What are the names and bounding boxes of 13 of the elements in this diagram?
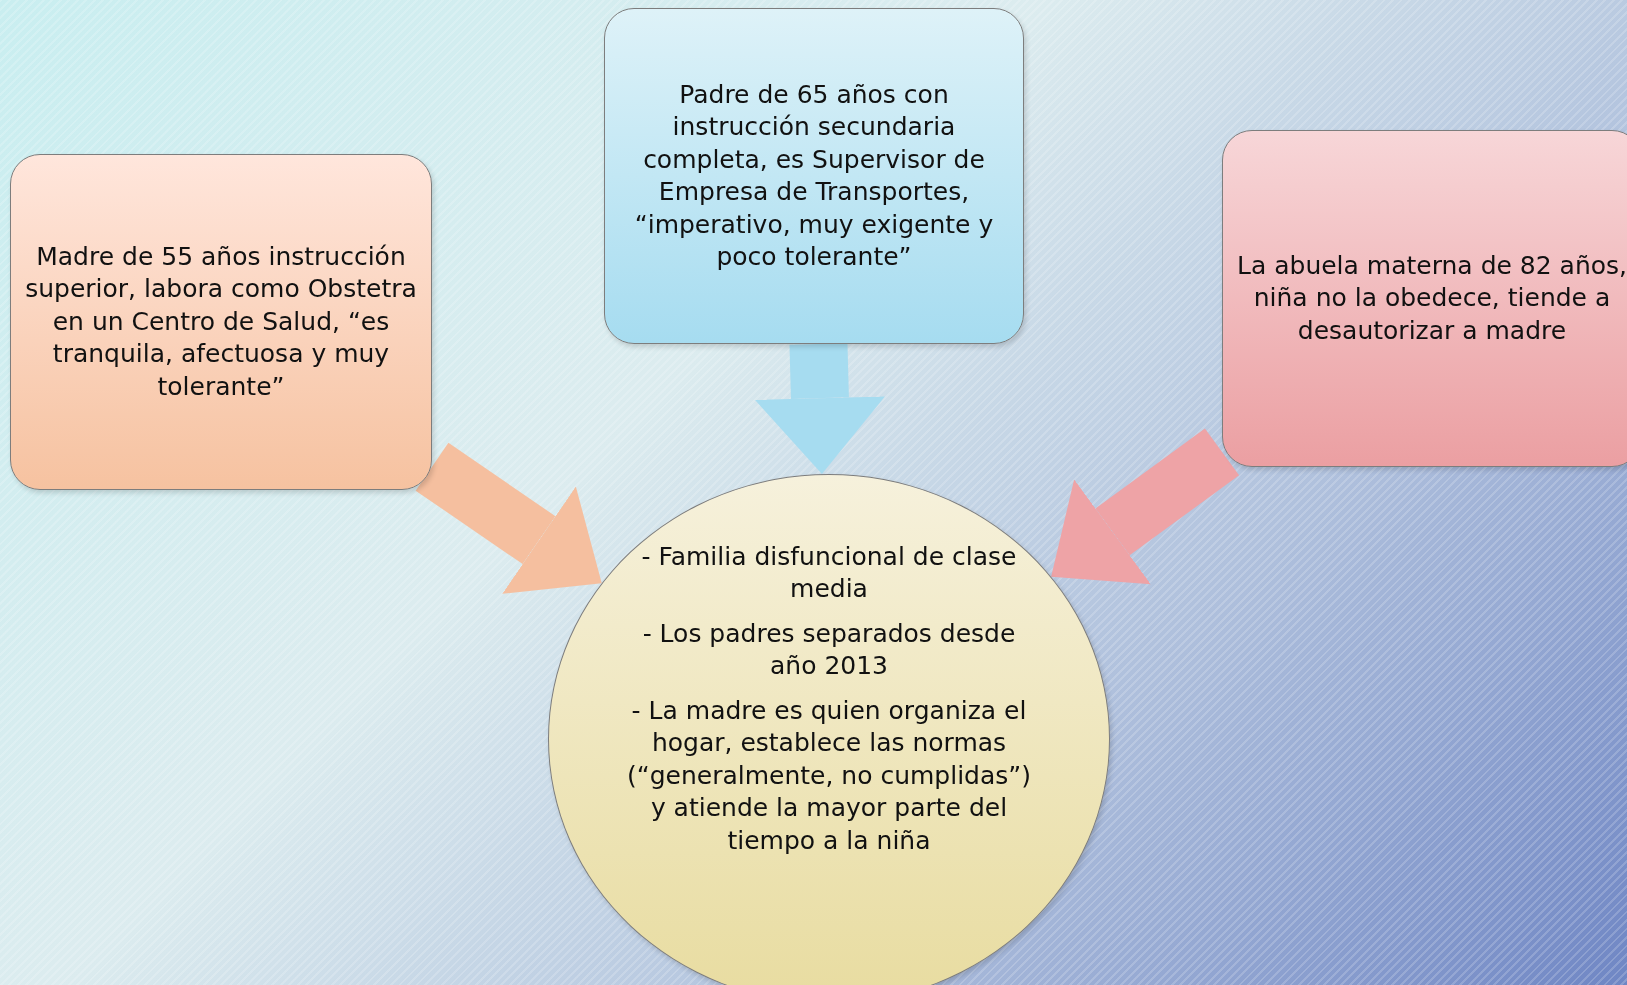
node-text: Padre de 65 años con instrucción secundaria completa, es Supervisor de Empresa de Transportes, “imperativo, muy exigente y poco tolerante” xyxy=(633,78,995,273)
node-text: - Los padres separados desde año 2013 xyxy=(641,617,1017,683)
family-circle xyxy=(548,474,1110,985)
info-box xyxy=(10,154,432,490)
node-text: - La madre es quien organiza el hogar, establece las normas (“generalmente, no cumplidas”) y atiende la mayor parte del tiempo a la niña xyxy=(625,694,1033,857)
node-text: Madre de 55 años instrucción superior, labora como Obstetra en un Centro de Salud, “es tranquila, afectuosa y muy tolerante” xyxy=(25,240,417,403)
node-text: La abuela materna de 82 años, niña no la obedece, tiende a desautorizar a madre xyxy=(1237,249,1627,347)
info-box xyxy=(1222,130,1627,467)
block-arrow xyxy=(754,343,885,475)
block-arrow xyxy=(415,442,602,594)
info-box xyxy=(604,8,1024,344)
block-arrow xyxy=(1051,428,1240,585)
node-text: - Familia disfuncional de clase media xyxy=(640,540,1018,606)
